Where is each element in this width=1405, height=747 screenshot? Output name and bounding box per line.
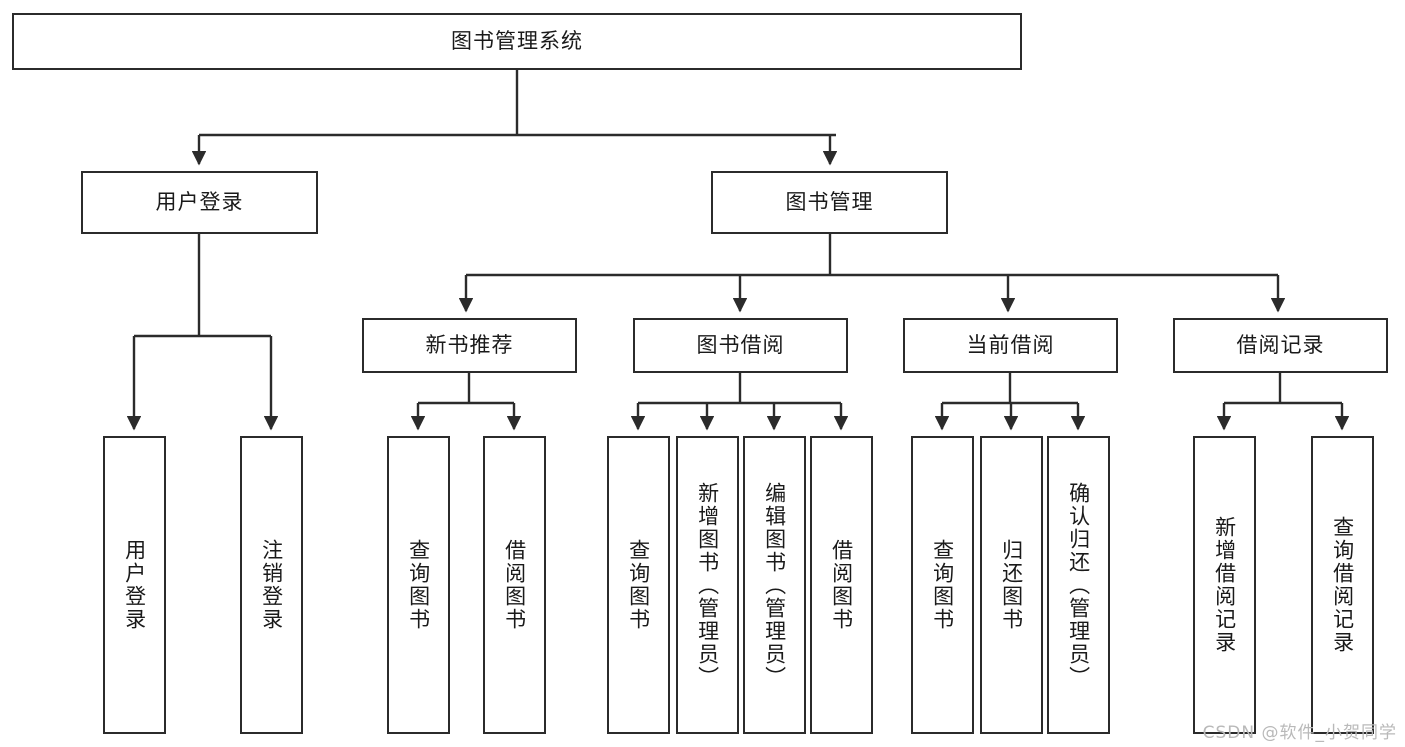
- node-label: 查询图书: [406, 539, 431, 631]
- node-leaf-edit-book-admin[interactable]: 编辑图书（管理员）: [743, 436, 806, 734]
- node-leaf-borrow-book-1[interactable]: 借阅图书: [483, 436, 546, 734]
- node-book-borrow[interactable]: 图书借阅: [633, 318, 848, 373]
- node-borrow-record[interactable]: 借阅记录: [1173, 318, 1388, 373]
- node-leaf-confirm-return-admin[interactable]: 确认归还（管理员）: [1047, 436, 1110, 734]
- node-label: 用户登录: [155, 189, 244, 214]
- node-label: 查询图书: [930, 539, 955, 631]
- node-leaf-borrow-book-2[interactable]: 借阅图书: [810, 436, 873, 734]
- node-leaf-query-book-3[interactable]: 查询图书: [911, 436, 974, 734]
- csdn-watermark: CSDN @软件_小贺同学: [1202, 723, 1397, 743]
- node-leaf-query-book-1[interactable]: 查询图书: [387, 436, 450, 734]
- node-label: 新增借阅记录: [1212, 516, 1237, 654]
- node-label: 归还图书: [999, 539, 1024, 631]
- node-leaf-add-book-admin[interactable]: 新增图书（管理员）: [676, 436, 739, 734]
- node-current-borrow[interactable]: 当前借阅: [903, 318, 1118, 373]
- node-label: 用户登录: [122, 539, 147, 631]
- node-label: 编辑图书（管理员）: [762, 481, 787, 689]
- node-label: 借阅图书: [502, 539, 527, 631]
- node-book-manage[interactable]: 图书管理: [711, 171, 948, 234]
- node-leaf-user-login[interactable]: 用户登录: [103, 436, 166, 734]
- node-label: 借阅图书: [829, 539, 854, 631]
- node-label: 查询借阅记录: [1330, 516, 1355, 654]
- node-leaf-return-book[interactable]: 归还图书: [980, 436, 1043, 734]
- node-label: 确认归还（管理员）: [1066, 481, 1091, 689]
- node-leaf-logout[interactable]: 注销登录: [240, 436, 303, 734]
- node-label: 图书管理系统: [451, 28, 583, 53]
- node-new-book-recommend[interactable]: 新书推荐: [362, 318, 577, 373]
- node-label: 注销登录: [259, 539, 284, 631]
- node-user-login[interactable]: 用户登录: [81, 171, 318, 234]
- node-root-system[interactable]: 图书管理系统: [12, 13, 1022, 70]
- node-leaf-add-borrow-record[interactable]: 新增借阅记录: [1193, 436, 1256, 734]
- node-label: 图书管理: [785, 189, 874, 214]
- node-label: 新书推荐: [425, 332, 514, 357]
- node-leaf-query-borrow-record[interactable]: 查询借阅记录: [1311, 436, 1374, 734]
- node-label: 图书借阅: [696, 332, 785, 357]
- node-label: 查询图书: [626, 539, 651, 631]
- node-leaf-query-book-2[interactable]: 查询图书: [607, 436, 670, 734]
- node-label: 新增图书（管理员）: [695, 481, 720, 689]
- node-label: 当前借阅: [966, 332, 1055, 357]
- node-label: 借阅记录: [1236, 332, 1325, 357]
